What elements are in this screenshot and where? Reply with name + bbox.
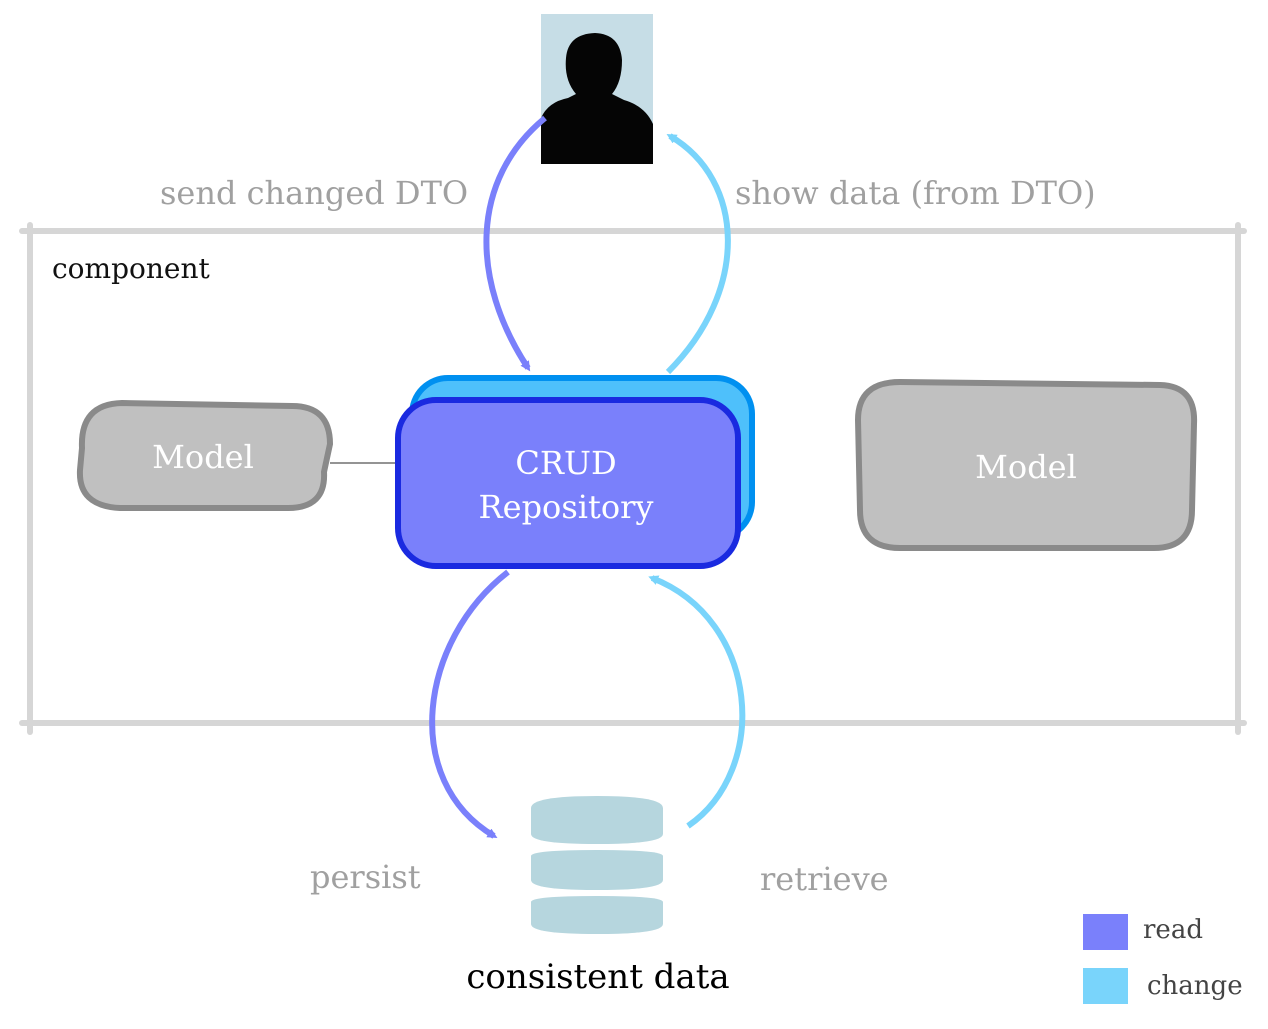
crud-repository-box: [395, 375, 755, 569]
consistent-data-label: consistent data: [466, 957, 729, 997]
database-icon: [531, 796, 663, 934]
persist-label: persist: [310, 858, 421, 896]
crud-label-line2: Repository: [479, 488, 654, 526]
show-data-label: show data (from DTO): [735, 174, 1096, 212]
legend-label-read: read: [1143, 915, 1203, 945]
component-frame: [19, 222, 1247, 735]
model-left-label: Model: [152, 438, 254, 476]
crud-label-line1: CRUD: [515, 444, 616, 482]
user-icon: [541, 14, 653, 164]
legend: read change: [1083, 914, 1243, 1004]
model-right-label: Model: [975, 448, 1077, 486]
persist-arrow: [429, 569, 510, 839]
legend-label-change: change: [1147, 971, 1243, 1001]
legend-swatch-read: [1083, 914, 1128, 950]
send-arrow: [483, 115, 547, 372]
legend-swatch-change: [1083, 968, 1128, 1004]
model-box-left: [76, 399, 334, 511]
model-box-right: [854, 378, 1198, 551]
component-label: component: [52, 252, 211, 285]
retrieve-label: retrieve: [760, 860, 889, 898]
retrieve-arrow: [648, 575, 746, 829]
send-changed-dto-label: send changed DTO: [160, 174, 468, 212]
show-arrow: [665, 133, 731, 375]
